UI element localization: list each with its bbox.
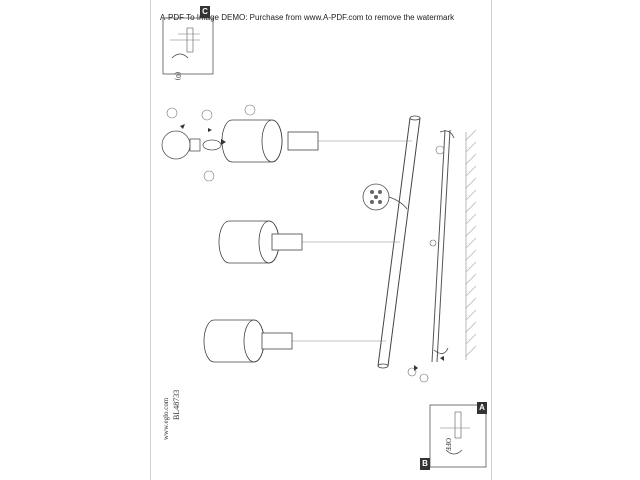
assembly-arrows	[180, 124, 444, 371]
screw-parts	[407, 145, 445, 383]
mounting-plate	[431, 129, 455, 363]
bulb-socket-assembly	[161, 104, 256, 182]
terminal-block	[362, 183, 408, 211]
panel-label-c: C	[200, 6, 210, 16]
pendant-shade-2	[218, 220, 303, 264]
panel-label-b: B	[420, 458, 430, 468]
watermark-banner: A-PDF To Image DEMO: Purchase from www.A…	[160, 13, 455, 22]
inset-panel-top	[162, 6, 214, 75]
panel-bottom-marking: OFF	[444, 438, 452, 451]
inset-panel-bottom	[420, 402, 487, 470]
pendant-shade-1	[221, 119, 319, 163]
model-code: BL48733	[172, 389, 181, 420]
pendant-shade-3	[203, 319, 293, 363]
instruction-sheet	[150, 0, 492, 480]
panel-top-marking: (0)	[174, 72, 182, 81]
panel-label-a: A	[477, 402, 487, 412]
website-link: www.eglo.com	[162, 397, 170, 440]
ceiling-hatch	[465, 129, 477, 360]
pendant-cables	[292, 140, 412, 342]
